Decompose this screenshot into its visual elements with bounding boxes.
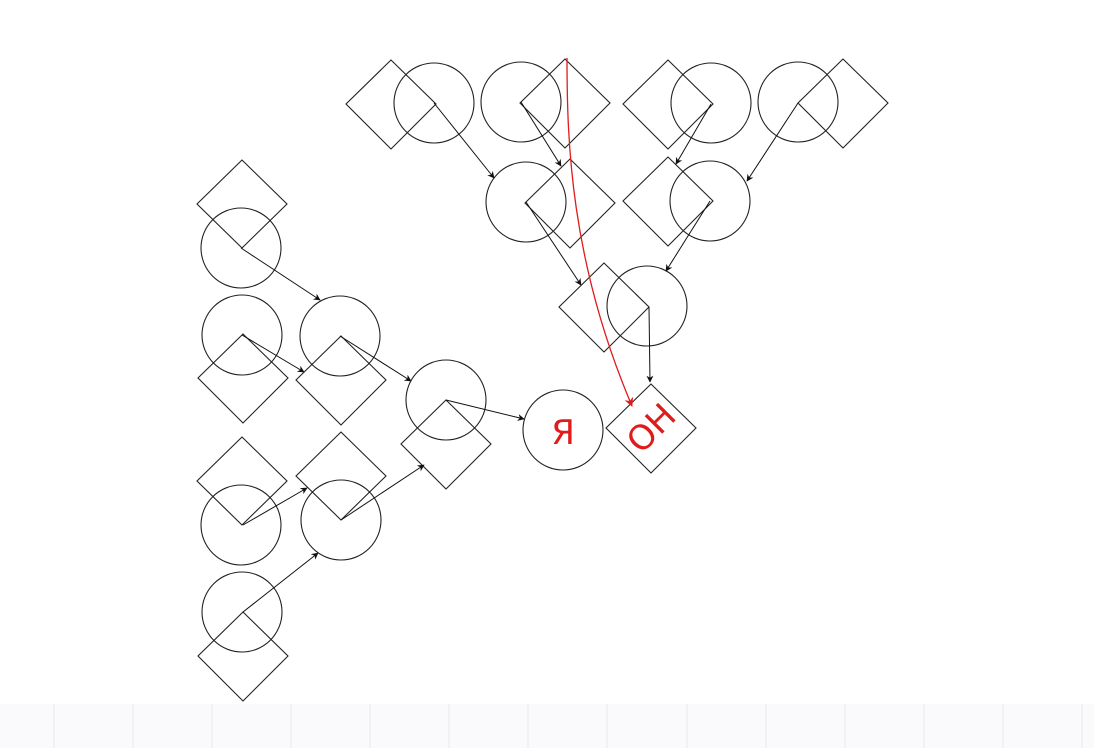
- node-pair-v: [558, 262, 688, 353]
- diamond-node: [295, 335, 387, 426]
- he-node: ОН: [605, 383, 697, 474]
- edge-arrow: [646, 306, 654, 383]
- node-pair-t1: [345, 59, 475, 150]
- node-pair-n: [400, 359, 492, 490]
- diamond-node: [196, 159, 288, 249]
- node-pair-m2: [295, 431, 387, 561]
- circle-node: [201, 294, 283, 376]
- node-pair-t4: [757, 58, 889, 149]
- diamond-node: [295, 431, 387, 521]
- edge-arrow: [746, 102, 799, 182]
- node-pair-l1: [196, 159, 288, 289]
- circle-node: [480, 61, 562, 143]
- diamond-node: [519, 58, 611, 149]
- circle-node: [299, 295, 381, 377]
- edge-arrow: [433, 102, 495, 179]
- node-pair-l3: [196, 436, 288, 566]
- diamond-node: [558, 262, 650, 353]
- self-node: Я: [522, 389, 604, 471]
- diamond-node: [197, 333, 289, 424]
- edge-arrow: [445, 399, 525, 421]
- circle-node: [200, 207, 282, 289]
- circle-node: [201, 571, 283, 653]
- diamond-node: [197, 611, 289, 702]
- edge-arrow: [339, 335, 412, 382]
- edge-arrow: [242, 487, 308, 526]
- edge-arrow: [675, 103, 712, 165]
- node-pair-l2: [197, 294, 289, 424]
- edge-arrow: [665, 200, 711, 272]
- label-ya: Я: [551, 413, 575, 453]
- edge-arrow: [242, 552, 319, 613]
- node-pair-t2: [480, 58, 611, 149]
- circle-node-ya: [522, 389, 604, 471]
- diamond-node: [797, 58, 889, 149]
- node-pair-t3: [622, 59, 752, 150]
- top-tree: [345, 58, 889, 383]
- node-pair-u1: [485, 158, 616, 249]
- diamond-node: [524, 158, 616, 249]
- edge-arrow: [520, 101, 562, 167]
- diamond-node: [622, 156, 714, 247]
- circle-node: [393, 62, 475, 144]
- highlight-arrow: [566, 57, 633, 407]
- diamond-node: [400, 399, 492, 490]
- node-pair-m1: [295, 295, 387, 426]
- circle-node: [300, 479, 382, 561]
- circle-node: [606, 265, 688, 347]
- node-pair-u2: [622, 156, 751, 247]
- edge-arrow: [340, 464, 425, 521]
- circle-node: [200, 484, 282, 566]
- circle-node: [669, 160, 751, 242]
- edge-arrow: [240, 247, 321, 301]
- circle-node: [670, 62, 752, 144]
- footer-strip: [0, 704, 1094, 748]
- diamond-node: [345, 59, 437, 150]
- diamond-node-on: [605, 383, 697, 474]
- circle-node: [485, 161, 567, 243]
- edge-arrow: [241, 334, 305, 373]
- circle-node: [405, 359, 487, 441]
- node-pair-l4: [197, 571, 289, 702]
- left-tree: [196, 159, 525, 702]
- diamond-node: [622, 59, 714, 150]
- diamond-node: [196, 436, 288, 526]
- circle-node: [757, 61, 839, 143]
- edge-arrow: [525, 201, 582, 286]
